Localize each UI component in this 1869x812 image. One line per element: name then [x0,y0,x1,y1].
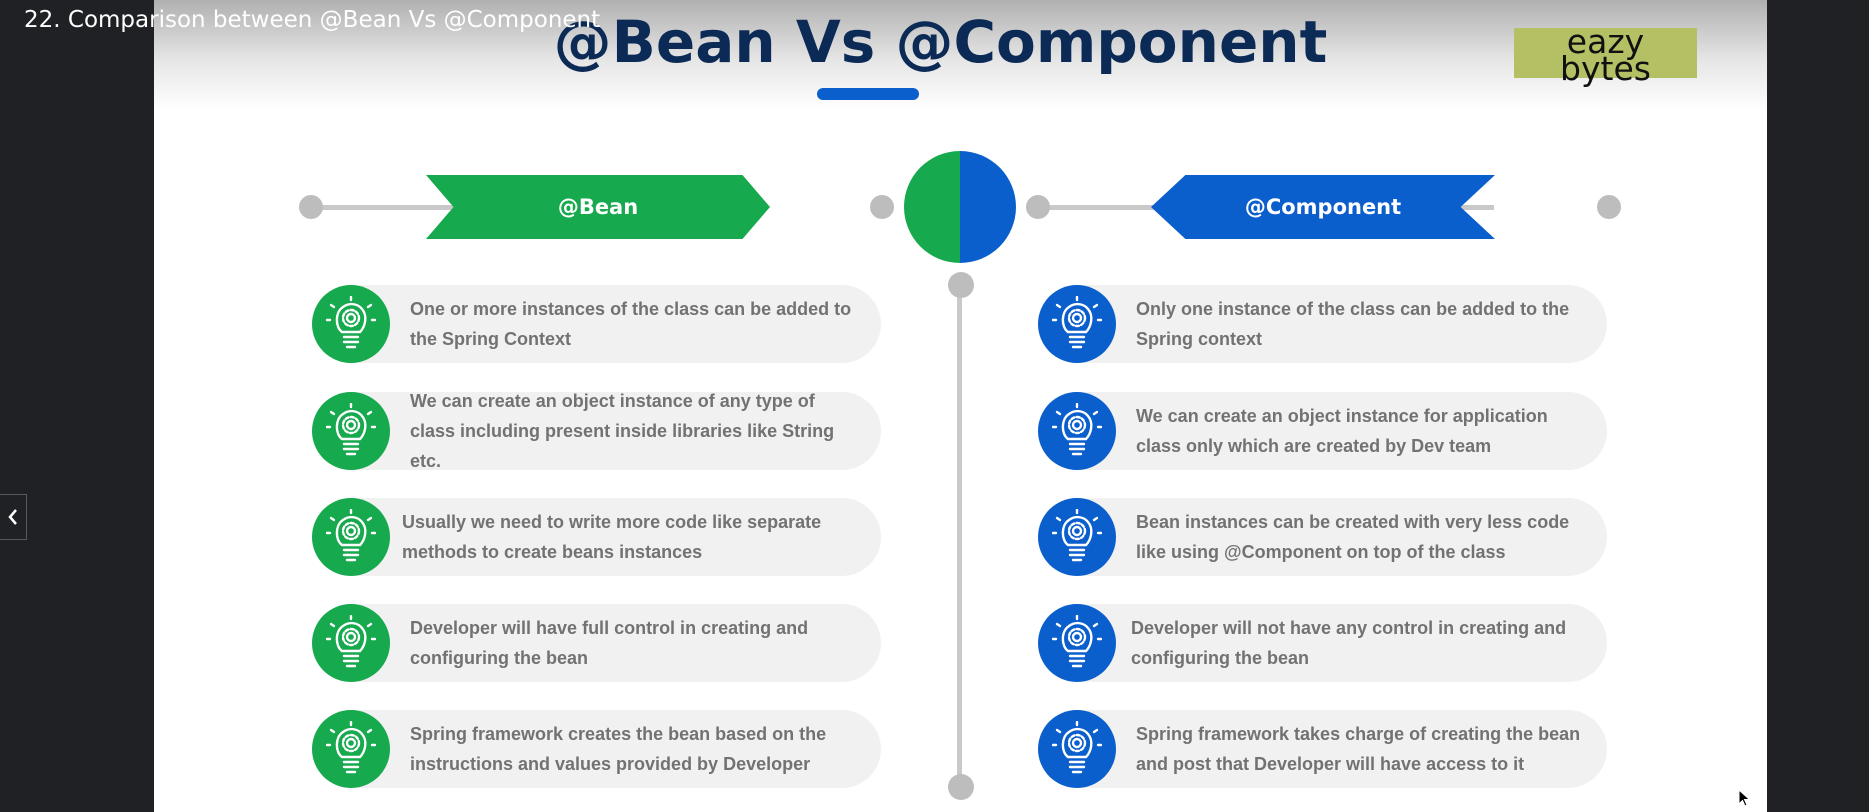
component-ribbon: @Component [1151,175,1495,239]
left-inner-dot [870,195,894,219]
lightbulb-gear-icon [1052,296,1102,349]
right-end-dot [1597,195,1621,219]
bean-item: Developer will have full control in crea… [312,604,881,682]
component-item: Only one instance of the class can be ad… [1038,285,1607,363]
lightbulb-gear-icon [326,403,376,456]
component-item: Developer will not have any control in c… [1038,604,1607,682]
slide-header-fade [154,0,1767,110]
component-item-icon-wrap [1038,710,1116,788]
lightbulb-gear-icon [1052,509,1102,562]
center-split-circle [904,151,1016,263]
logo-line2: bytes [1560,49,1651,88]
component-item-text: We can create an object instance for app… [1136,406,1548,456]
slide-title: @Bean Vs @Component [553,8,1328,76]
right-inner-dot [1026,195,1050,219]
component-item-text: Spring framework takes charge of creatin… [1136,724,1581,774]
logo-line1: eazy [1566,22,1645,61]
lightbulb-gear-icon [1052,721,1102,774]
lightbulb-gear-icon [326,615,376,668]
lightbulb-gear-icon [326,509,376,562]
bean-item-text: Usually we need to write more code like … [402,512,822,562]
bean-item-text: Developer will have full control in crea… [410,618,809,668]
eazybytes-logo: eazy bytes [1514,22,1697,85]
bean-item-text: We can create an object instance of any … [410,391,835,471]
component-item-icon-wrap [1038,604,1116,682]
bean-item-text: Spring framework creates the bean based … [410,724,827,774]
lightbulb-gear-icon [326,721,376,774]
bean-ribbon: @Bean [426,175,770,239]
component-item: Spring framework takes charge of creatin… [1038,710,1607,788]
bean-item-text: One or more instances of the class can b… [410,299,852,349]
video-title: 22. Comparison between @Bean Vs @Compone… [24,7,601,33]
component-item: We can create an object instance for app… [1038,392,1607,470]
component-item-text: Bean instances can be created with very … [1136,512,1570,562]
bean-item-icon-wrap [312,285,390,363]
lightbulb-gear-icon [1052,403,1102,456]
lightbulb-gear-icon [1052,615,1102,668]
divider-top-dot [948,272,974,298]
bean-item-icon-wrap [312,710,390,788]
component-item-icon-wrap [1038,285,1116,363]
component-item-icon-wrap [1038,392,1116,470]
bean-item: We can create an object instance of any … [312,391,881,471]
mouse-pointer-icon [1738,789,1751,807]
component-item-text: Developer will not have any control in c… [1131,618,1567,668]
bean-item: Usually we need to write more code like … [312,498,881,576]
bean-item: Spring framework creates the bean based … [312,710,881,788]
sidebar-toggle-button[interactable] [0,494,27,540]
slide: @Bean Vs @Component eazy bytes @Bean @Co… [154,0,1767,812]
component-ribbon-label: @Component [1244,195,1402,219]
bean-item-icon-wrap [312,392,390,470]
center-divider-line [957,284,962,788]
divider-bottom-dot [948,774,974,800]
bean-item-icon-wrap [312,498,390,576]
chevron-left-icon [8,509,17,525]
bean-item: One or more instances of the class can b… [312,285,881,363]
component-item-icon-wrap [1038,498,1116,576]
bean-ribbon-label: @Bean [557,195,639,219]
component-item: Bean instances can be created with very … [1038,498,1607,576]
component-item-text: Only one instance of the class can be ad… [1136,299,1570,349]
title-underline [817,88,919,100]
lightbulb-gear-icon [326,296,376,349]
left-end-dot [299,195,323,219]
bean-item-icon-wrap [312,604,390,682]
